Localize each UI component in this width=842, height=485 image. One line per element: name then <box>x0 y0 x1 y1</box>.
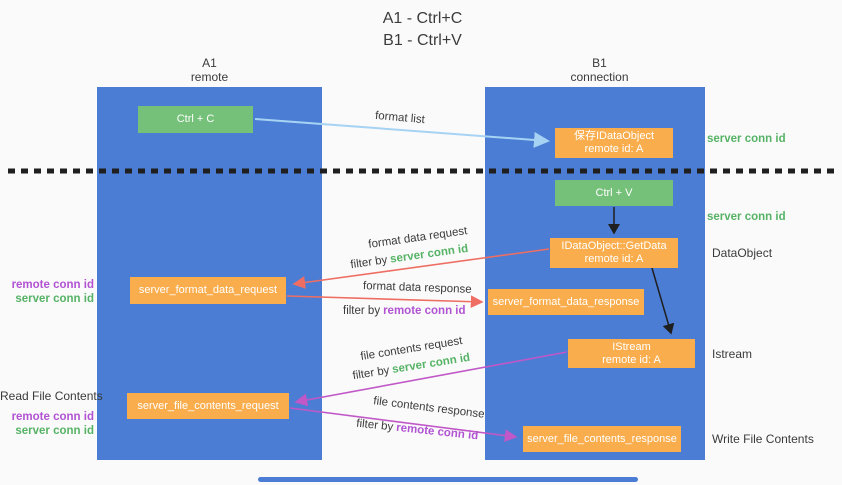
node-server-format-data-request-label: server_format_data_request <box>138 284 278 296</box>
node-ctrl-c: Ctrl + C <box>138 106 253 133</box>
node-server-format-data-request: server_format_data_request <box>130 277 286 304</box>
flow-label-format-list: format list <box>374 109 426 127</box>
node-istream-line1: IStream <box>612 340 651 353</box>
flow-filter-format-data-request: filter byserver conn id <box>350 243 469 271</box>
node-save-dataobject: 保存IDataObject remote id: A <box>555 128 673 158</box>
annotation-istream: Istream <box>712 347 753 361</box>
node-server-file-contents-response: server_file_contents_response <box>523 426 681 452</box>
node-server-file-contents-response-label: server_file_contents_response <box>527 432 677 445</box>
column-header-a1: A1 remote <box>147 56 272 84</box>
node-getdata-line1: IDataObject::GetData <box>561 240 667 252</box>
annotation-dataobject: DataObject <box>712 246 773 260</box>
column-b1-name: B1 <box>592 56 607 70</box>
flow-label-file-contents-response: file contents response <box>372 395 486 421</box>
annotation-write-file-contents: Write File Contents <box>712 432 814 446</box>
filter-key-remote-conn-id: remote conn id <box>395 421 479 443</box>
column-header-b1: B1 connection <box>537 56 662 84</box>
filter-prefix: filter by <box>351 364 391 383</box>
node-server-format-data-response-label: server_format_data_response <box>492 295 640 308</box>
node-server-file-contents-request: server_file_contents_request <box>127 393 289 419</box>
node-istream: IStream remote id: A <box>568 339 695 368</box>
filter-prefix: filter by <box>343 305 381 317</box>
filter-key-remote-conn-id: remote conn id <box>383 305 466 317</box>
column-b1-subtitle: connection <box>570 70 629 84</box>
node-ctrl-c-label: Ctrl + C <box>176 113 215 125</box>
flow-label-format-data-response: format data response <box>362 280 472 296</box>
annotation-left-conn-ids-top: remote conn id server conn id <box>0 279 94 306</box>
annotation-server-conn-id-mid: server conn id <box>707 211 786 223</box>
annotation-read-file-contents: Read File Contents <box>0 389 103 403</box>
filter-prefix: filter by <box>349 254 389 272</box>
node-save-dataobject-line1: 保存IDataObject <box>573 130 655 142</box>
node-getdata-line2: remote id: A <box>584 253 644 265</box>
diagram-title: A1 - Ctrl+C B1 - Ctrl+V <box>330 8 515 52</box>
filter-prefix: filter by <box>355 417 394 434</box>
node-save-dataobject-line2: remote id: A <box>584 143 644 155</box>
node-server-format-data-response: server_format_data_response <box>488 289 644 315</box>
column-a1-name: A1 <box>202 56 217 70</box>
annotation-left-conn-ids-bottom: remote conn id server conn id <box>0 411 94 438</box>
annotation-server-conn-id-top: server conn id <box>707 133 786 145</box>
annotation-server-conn-id: server conn id <box>15 292 94 305</box>
annotation-remote-conn-id: remote conn id <box>11 279 94 291</box>
horizontal-scrollbar-thumb[interactable] <box>258 477 638 482</box>
column-a1-subtitle: remote <box>190 70 229 84</box>
title-line-2: B1 - Ctrl+V <box>383 32 462 49</box>
node-getdata: IDataObject::GetData remote id: A <box>550 238 678 268</box>
node-ctrl-v: Ctrl + V <box>555 180 673 206</box>
annotation-server-conn-id: server conn id <box>15 424 94 437</box>
node-istream-line2: remote id: A <box>602 353 661 366</box>
annotation-remote-conn-id: remote conn id <box>11 411 94 423</box>
title-line-1: A1 - Ctrl+C <box>382 10 463 27</box>
node-server-file-contents-request-label: server_file_contents_request <box>137 399 279 412</box>
node-ctrl-v-label: Ctrl + V <box>595 186 633 199</box>
